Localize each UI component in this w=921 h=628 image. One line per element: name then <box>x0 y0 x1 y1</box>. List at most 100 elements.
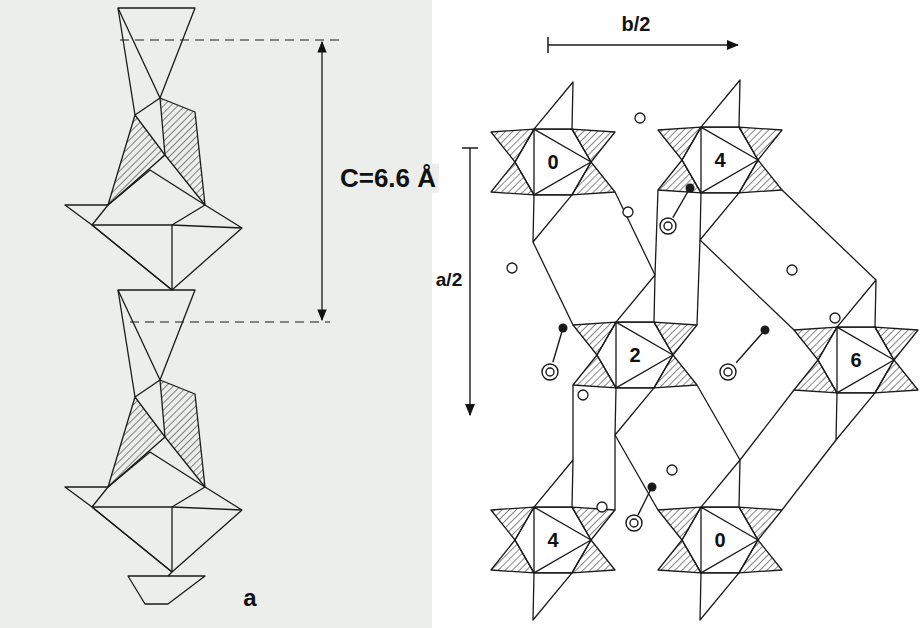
framework-edge <box>615 435 658 510</box>
octahedron-face <box>701 127 758 193</box>
hatched-tetrahedron <box>739 160 782 193</box>
dimension-marks <box>120 37 738 415</box>
framework-edge <box>697 385 740 460</box>
open-atom <box>635 113 645 123</box>
polyhedron-edge <box>92 224 172 225</box>
open-atom <box>787 265 797 275</box>
open-atom <box>507 263 517 273</box>
height-number: 0 <box>544 151 561 173</box>
double-circle-atom-inner <box>630 519 638 527</box>
polyhedron-edge <box>92 487 108 507</box>
tetrahedron <box>615 388 654 435</box>
hatched-tetrahedron <box>572 129 615 162</box>
polyhedron-edge <box>172 487 205 507</box>
hatched-tetrahedron <box>794 360 837 393</box>
height-number: 0 <box>711 529 728 551</box>
framework-projection <box>491 80 918 620</box>
double-circle-atom <box>542 364 558 380</box>
polyhedron-edge <box>135 98 160 115</box>
hatched-tetrahedron <box>160 98 205 205</box>
double-circle-atom-inner <box>724 368 732 376</box>
octahedron <box>65 170 242 290</box>
tetrahedron <box>836 393 875 440</box>
double-circle-atom <box>660 218 676 234</box>
open-atom <box>667 465 677 475</box>
tetrahedron <box>534 82 573 129</box>
hatched-tetrahedron <box>572 507 615 540</box>
octahedron <box>682 507 758 573</box>
polyhedron-edge <box>92 205 108 225</box>
tetrahedron <box>128 576 205 604</box>
octahedron <box>65 452 242 572</box>
dashed-reference-line <box>120 39 345 40</box>
framework-edge <box>740 390 794 460</box>
tetrahedron <box>533 195 572 242</box>
axis-arrow <box>469 148 470 415</box>
hatched-tetrahedron <box>572 162 615 195</box>
height-number: 4 <box>544 529 561 551</box>
octahedron <box>515 129 591 195</box>
height-number: 4 <box>711 149 728 171</box>
hatched-tetrahedron <box>573 355 616 388</box>
framework-edge <box>700 240 794 330</box>
double-circle-atom-inner <box>664 222 672 230</box>
bond-line <box>736 330 765 363</box>
polyhedron-edge <box>118 290 135 397</box>
hatched-tetrahedron <box>658 160 701 193</box>
polyhedron-edge <box>171 507 172 572</box>
polyhedron-edge <box>118 8 135 115</box>
framework-edge <box>782 190 876 280</box>
octahedron-face <box>534 507 591 573</box>
polyhedron-edge <box>135 380 160 397</box>
bond-line <box>673 188 690 218</box>
polyhedron-edge <box>168 572 172 576</box>
axis-label: b/2 <box>619 13 654 35</box>
hatched-tetrahedron <box>491 507 534 540</box>
axis-label: a/2 <box>433 270 465 291</box>
filled-atom <box>648 483 657 492</box>
filled-atom <box>761 326 770 335</box>
polyhedron-edge <box>92 225 172 290</box>
polyhedron-edge <box>171 225 172 290</box>
hatched-tetrahedron <box>739 507 782 540</box>
framework-edge <box>782 440 836 510</box>
hatched-tetrahedron <box>658 540 701 573</box>
double-circle-atom-inner <box>546 368 554 376</box>
height-number: 6 <box>847 349 864 371</box>
octahedron-face <box>701 507 758 573</box>
tetrahedron <box>533 573 572 620</box>
atom-symbols <box>507 113 840 531</box>
framework-edge <box>615 192 655 275</box>
polyhedra-chain <box>65 8 242 604</box>
polyhedron-edge <box>172 205 205 225</box>
octahedron <box>597 322 673 388</box>
octahedron-face <box>616 322 673 388</box>
height-number: 2 <box>626 344 643 366</box>
hatched-tetrahedron <box>573 322 616 355</box>
hatched-tetrahedron <box>654 322 697 355</box>
tetrahedron <box>701 460 740 507</box>
hatched-tetrahedron <box>658 127 701 160</box>
tetrahedron <box>700 573 739 620</box>
hatched-tetrahedron <box>658 507 701 540</box>
polyhedron-edge <box>92 507 172 572</box>
open-atom <box>623 207 633 217</box>
axis-arrow <box>548 44 738 45</box>
polyhedron-edge <box>92 506 172 507</box>
hatched-tetrahedron <box>739 127 782 160</box>
hatched-tetrahedron <box>875 360 918 393</box>
framework-edge <box>614 435 615 510</box>
hatched-tetrahedron <box>875 327 918 360</box>
hatched-tetrahedron <box>491 540 534 573</box>
tetrahedron <box>701 80 740 127</box>
dashed-reference-line <box>130 321 330 322</box>
dimension-label: C=6.6 Å <box>337 164 439 193</box>
hatched-tetrahedron <box>654 355 697 388</box>
framework-edge <box>533 242 573 325</box>
filled-atom <box>559 324 568 333</box>
bond-line <box>638 487 652 515</box>
dimension-arrow <box>321 42 322 320</box>
hatched-tetrahedron <box>572 540 615 573</box>
